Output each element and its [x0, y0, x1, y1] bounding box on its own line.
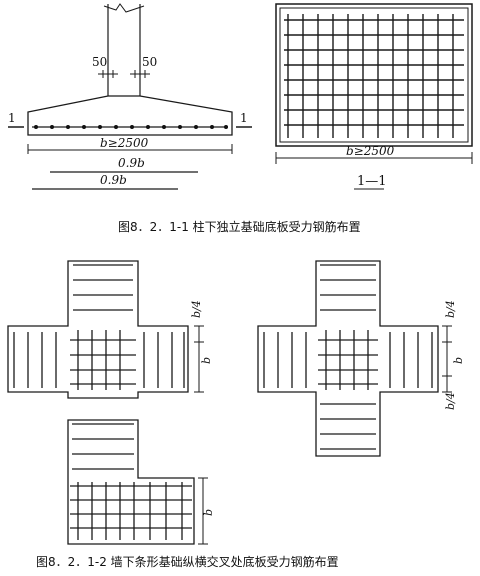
section-title: 1—1	[357, 174, 387, 189]
plan-rebar-mesh	[284, 14, 464, 138]
cross-junction-left: b/4 b	[7, 260, 213, 399]
b-cross: b	[200, 357, 213, 364]
dim-50-left: 50	[92, 55, 107, 69]
section-mark-right: 1	[240, 111, 248, 125]
bar-length-09b-a: 0.9b	[118, 156, 145, 170]
bar-length-09b-b: 0.9b	[100, 173, 127, 187]
column-footing-elevation: 50 50 1 1 b≥2500 0.9b 0.9b	[8, 3, 252, 190]
dim-50-right: 50	[142, 55, 157, 69]
column-footing-plan: b≥2500 1—1	[275, 3, 473, 190]
figure-2-caption: 图8．2．1-2 墙下条形基础纵横交叉处底板受力钢筋布置	[36, 554, 339, 569]
cross-junction-right: b/4 b b/4	[257, 260, 465, 457]
rebar-dots	[34, 125, 228, 129]
b-right: b	[452, 357, 465, 364]
b-t: b	[202, 509, 215, 516]
section-mark-left: 1	[8, 111, 16, 125]
width-label-plan: b≥2500	[346, 144, 395, 158]
figure-1-caption: 图8．2．1-1 柱下独立基础底板受力钢筋布置	[118, 219, 361, 234]
width-label-elevation: b≥2500	[100, 136, 149, 150]
b-quarter-cross: b/4	[190, 300, 203, 318]
b-quarter-right-top: b/4	[444, 300, 457, 318]
t-junction: b	[67, 419, 215, 545]
b-quarter-right-bottom: b/4	[444, 392, 457, 410]
